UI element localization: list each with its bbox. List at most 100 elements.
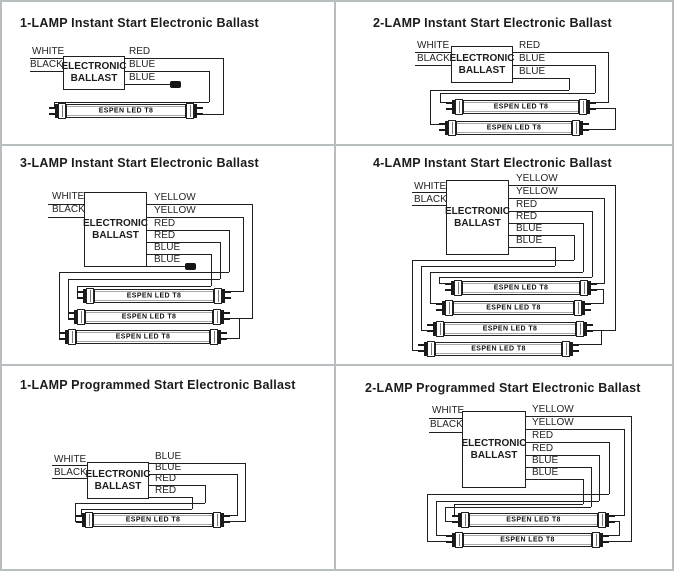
ballast-box: ELECTRONIC BALLAST bbox=[462, 411, 527, 488]
wire-segment bbox=[125, 84, 170, 85]
panel-3-lamp-instant-start: 3-LAMP Instant Start Electronic Ballast … bbox=[2, 146, 336, 366]
lamp-label: ESPEN LED T8 bbox=[126, 292, 182, 300]
wire-segment bbox=[252, 204, 253, 319]
lamp-label: ESPEN LED T8 bbox=[125, 516, 181, 524]
grid-divider-horizontal-2 bbox=[2, 364, 672, 366]
wire-segment bbox=[509, 211, 592, 212]
panel-4-lamp-instant-start: 4-LAMP Instant Start Electronic Ballast … bbox=[336, 146, 672, 366]
ballast-label-line2: BALLAST bbox=[92, 229, 139, 241]
wire-segment bbox=[597, 283, 604, 284]
wire-segment bbox=[147, 242, 220, 243]
wire-segment bbox=[231, 291, 243, 292]
lamp-endcap bbox=[455, 532, 463, 548]
wire-segment bbox=[445, 521, 452, 522]
wire-segment bbox=[237, 474, 238, 516]
wire-label-white: WHITE bbox=[417, 40, 450, 51]
wire-segment bbox=[454, 504, 583, 505]
lamp-endcap bbox=[213, 512, 221, 528]
lamp-label: ESPEN LED T8 bbox=[471, 345, 526, 353]
wire-segment bbox=[430, 90, 431, 125]
lamp-pin-base bbox=[580, 121, 583, 135]
wire-label-red: RED bbox=[154, 218, 176, 229]
lamp-pin bbox=[77, 297, 83, 299]
wire-segment bbox=[439, 277, 440, 284]
lamp-endcap bbox=[427, 341, 435, 357]
ballast-box: ELECTRONIC BALLAST bbox=[62, 56, 127, 90]
wire-segment bbox=[421, 266, 555, 267]
ballast-label-line1: ELECTRONIC bbox=[445, 205, 510, 217]
ballast-box: ELECTRONIC BALLAST bbox=[449, 46, 515, 83]
lamp-endcap bbox=[86, 288, 94, 304]
wire-segment bbox=[615, 185, 616, 331]
wire-label-black: BLACK bbox=[414, 194, 447, 205]
lamp-pin bbox=[436, 309, 442, 311]
lamp-pin bbox=[445, 283, 451, 285]
wire-segment bbox=[440, 93, 441, 102]
lamp-pin bbox=[446, 535, 452, 537]
ballast-label-line2: BALLAST bbox=[458, 64, 506, 76]
lamp-pin bbox=[603, 541, 609, 543]
ballast-label-line2: BALLAST bbox=[94, 480, 142, 492]
wire-label-blue: BLUE bbox=[154, 242, 181, 253]
lamp-pin bbox=[587, 330, 593, 332]
lamp-pin bbox=[587, 324, 593, 326]
ballast-box: ELECTRONIC BALLAST bbox=[86, 462, 151, 499]
wire-segment bbox=[75, 503, 205, 504]
lamp-pin bbox=[224, 521, 230, 523]
ballast-label-line1: ELECTRONIC bbox=[449, 52, 515, 64]
lamp-endcap bbox=[576, 321, 584, 337]
panel-title: 3-LAMP Instant Start Electronic Ballast bbox=[20, 156, 259, 170]
lamp-pin-base bbox=[452, 533, 455, 547]
lamp-pin-base bbox=[588, 281, 591, 295]
wire-label-red: RED bbox=[129, 46, 151, 57]
wire-segment bbox=[526, 479, 583, 480]
wire-segment bbox=[125, 71, 209, 72]
wire-segment bbox=[421, 330, 427, 331]
wire-segment bbox=[147, 254, 211, 255]
wire-segment bbox=[445, 507, 591, 508]
lamp-pin bbox=[591, 289, 597, 291]
wire-nut-cap bbox=[185, 263, 196, 270]
lamp-pin bbox=[609, 521, 615, 523]
lamp-label: ESPEN LED T8 bbox=[493, 103, 549, 111]
wire-segment bbox=[412, 205, 446, 206]
lamp-label: ESPEN LED T8 bbox=[115, 333, 171, 341]
lamp-pin bbox=[68, 318, 74, 320]
lamp-pin bbox=[49, 107, 55, 109]
wire-segment bbox=[509, 185, 615, 186]
lamp-tube: ESPEN LED T8 bbox=[453, 301, 574, 315]
lamp-pin-base bbox=[587, 100, 590, 114]
wire-segment bbox=[601, 330, 602, 345]
wire-segment bbox=[68, 279, 220, 280]
wire-segment bbox=[81, 509, 192, 510]
wire-segment bbox=[599, 455, 600, 501]
wire-segment bbox=[509, 198, 604, 199]
wire-segment bbox=[205, 485, 206, 503]
wire-segment bbox=[68, 279, 69, 319]
wire-segment bbox=[591, 303, 603, 304]
lamp-endcap bbox=[579, 99, 587, 115]
lamp-endcap bbox=[213, 309, 221, 325]
wire-segment bbox=[429, 432, 462, 433]
lamp-label: ESPEN LED T8 bbox=[500, 536, 555, 544]
wire-segment bbox=[430, 272, 583, 273]
lamp-tube: ESPEN LED T8 bbox=[93, 513, 213, 527]
panel-title: 4-LAMP Instant Start Electronic Ballast bbox=[373, 156, 612, 170]
lamp-pin-base bbox=[458, 513, 461, 527]
lamp-label: ESPEN LED T8 bbox=[121, 313, 177, 321]
wire-label-red: RED bbox=[155, 473, 177, 484]
lamp-endcap bbox=[461, 512, 469, 528]
lamp-pin bbox=[224, 515, 230, 517]
wire-label-white: WHITE bbox=[432, 405, 465, 416]
lamp-tube: ESPEN LED T8 bbox=[66, 104, 186, 118]
wire-segment bbox=[583, 479, 584, 504]
wire-segment bbox=[412, 350, 418, 351]
lamp-endcap bbox=[186, 103, 194, 119]
wire-segment bbox=[230, 318, 252, 319]
lamp-tube: ESPEN LED T8 bbox=[463, 533, 592, 547]
wire-segment bbox=[427, 541, 446, 542]
lamp-pin bbox=[452, 515, 458, 517]
wire-segment bbox=[615, 515, 624, 516]
wire-segment bbox=[596, 102, 608, 103]
wire-segment bbox=[574, 235, 575, 260]
